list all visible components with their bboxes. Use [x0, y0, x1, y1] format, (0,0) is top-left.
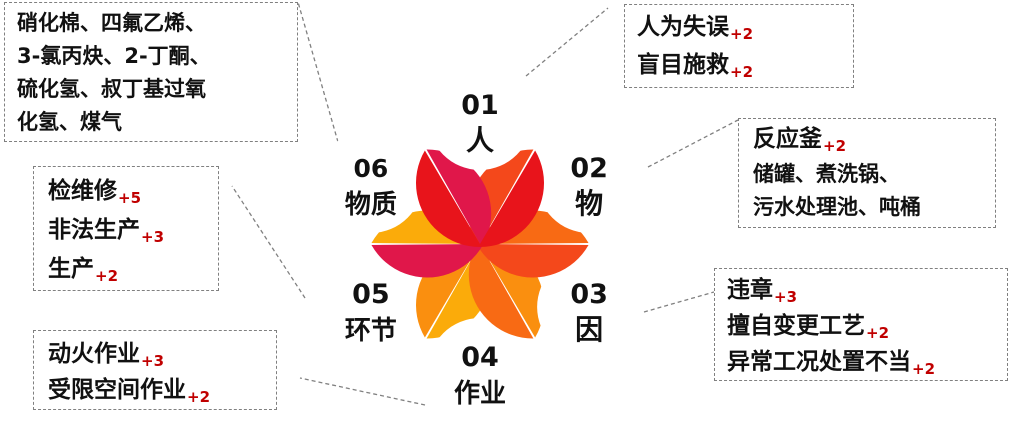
- score-badge: +3: [774, 288, 798, 306]
- callout-line: 污水处理池、吨桶: [753, 191, 981, 224]
- callout-text: 违章: [727, 277, 773, 303]
- callout-line: 擅自变更工艺+2: [727, 309, 995, 345]
- petal-01: [416, 150, 545, 248]
- connector-06: [297, 1, 339, 143]
- connector-02: [647, 119, 739, 168]
- callout-text: 化氢、煤气: [17, 110, 122, 134]
- callout-text: 非法生产: [48, 217, 140, 243]
- callout-line: 非法生产+3: [48, 212, 204, 251]
- callout-text: 异常工况处置不当: [727, 349, 911, 375]
- callout-substance: 硝化棉、四氟乙烯、 3-氯丙炔、2-丁酮、硫化氢、叔丁基过氧化氢、煤气: [4, 2, 298, 142]
- connector-01: [525, 7, 609, 77]
- callout-line: 人为失误+2: [637, 9, 841, 47]
- petal-number: 02: [570, 153, 608, 184]
- petal-label: 人: [466, 124, 494, 157]
- petal-number: 03: [570, 279, 608, 310]
- callout-line: 化氢、煤气: [17, 106, 285, 139]
- score-badge: +2: [187, 388, 211, 406]
- connector-05: [231, 185, 306, 299]
- score-badge: +2: [95, 267, 119, 285]
- petal-06: [371, 149, 492, 278]
- callout-line: 受限空间作业+2: [48, 373, 262, 409]
- callout-text: 动火作业: [48, 341, 140, 367]
- callout-text: 反应釜: [753, 126, 822, 152]
- callout-line: 违章+3: [727, 273, 995, 309]
- petal-label: 作业: [454, 379, 506, 409]
- score-badge: +3: [141, 228, 165, 246]
- petal-inner-circle: [318, 129, 423, 233]
- callout-text: 3-氯丙炔、2-丁酮、: [17, 44, 211, 68]
- petal-02: [468, 149, 589, 278]
- callout-text: 受限空间作业: [48, 377, 186, 403]
- petal-number: 01: [461, 90, 499, 121]
- petal-label: 因: [575, 313, 603, 346]
- petal-label: 物质: [345, 190, 397, 220]
- callout-equipment: 反应釜+2 储罐、煮洗锅、污水处理池、吨桶: [738, 118, 996, 228]
- score-badge: +2: [912, 360, 936, 378]
- petal-number: 04: [461, 342, 499, 373]
- callout-text: 擅自变更工艺: [727, 313, 865, 339]
- callout-line: 检维修+5: [48, 173, 204, 212]
- petal-inner-circle: [428, 66, 532, 170]
- callout-line: 储罐、煮洗锅、: [753, 158, 981, 191]
- petal-label: 环节: [345, 316, 397, 346]
- petal-number: 05: [352, 279, 390, 310]
- callout-text: 人为失误: [637, 14, 729, 40]
- callout-line: 动火作业+3: [48, 337, 262, 373]
- callout-line: 异常工况处置不当+2: [727, 345, 995, 381]
- score-badge: +2: [866, 324, 890, 342]
- score-badge: +2: [730, 63, 754, 81]
- score-badge: +2: [730, 25, 754, 43]
- score-badge: +5: [118, 189, 142, 207]
- callout-line: 生产+2: [48, 251, 204, 290]
- petal-number: 06: [353, 154, 388, 183]
- petal-inner-circle: [537, 129, 642, 233]
- callout-line: 反应釜+2: [753, 123, 981, 158]
- callout-text: 盲目施救: [637, 52, 729, 78]
- callout-text: 污水处理池、吨桶: [753, 195, 921, 219]
- connector-03: [643, 291, 715, 313]
- petal-inner-circle: [537, 255, 642, 359]
- callout-text: 硝化棉、四氟乙烯、: [17, 11, 206, 35]
- callout-line: 硝化棉、四氟乙烯、: [17, 7, 285, 40]
- connector-04: [299, 377, 426, 406]
- score-badge: +2: [823, 137, 847, 155]
- callout-text: 生产: [48, 256, 94, 282]
- petal-inner-circle: [428, 318, 532, 422]
- callout-text: 检维修: [48, 178, 117, 204]
- callout-line: 硫化氢、叔丁基过氧: [17, 73, 285, 106]
- callout-line: 盲目施救+2: [637, 47, 841, 85]
- petal-label: 物: [575, 187, 603, 220]
- callout-line: 3-氯丙炔、2-丁酮、: [17, 40, 285, 73]
- petal-inner-circle: [318, 255, 423, 359]
- callout-text: 储罐、煮洗锅、: [753, 162, 900, 186]
- callout-text: 硫化氢、叔丁基过氧: [17, 77, 206, 101]
- connector-lines: [231, 1, 739, 406]
- score-badge: +3: [141, 352, 165, 370]
